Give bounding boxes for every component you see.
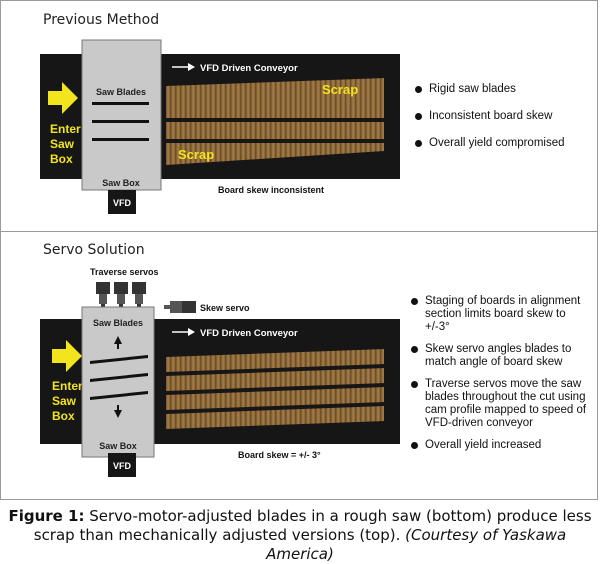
board-skew-note: Board skew = +/- 3° bbox=[238, 450, 321, 460]
conveyor-label: VFD Driven Conveyor bbox=[200, 328, 298, 339]
conveyor-arrowhead-icon bbox=[188, 328, 195, 336]
wood-board bbox=[166, 349, 384, 372]
arrow-up-icon bbox=[114, 336, 122, 344]
caption-lead: Figure 1: bbox=[8, 507, 85, 525]
bullet-item: Staging of boards in alignment section l… bbox=[411, 295, 593, 334]
enter-label-line: Enter bbox=[52, 379, 83, 393]
wood-board bbox=[166, 387, 384, 410]
saw-box bbox=[81, 306, 155, 458]
caption-body: Servo-motor-adjusted blades in a rough s… bbox=[33, 507, 592, 544]
previous-method-diagram: Enter Saw Box Saw Blades Saw Box VFD VFD… bbox=[40, 39, 400, 214]
traverse-servos-label: Traverse servos bbox=[90, 267, 159, 277]
arrow-down-icon bbox=[114, 410, 122, 418]
enter-label-line: Box bbox=[52, 409, 75, 423]
enter-label-line: Enter bbox=[50, 122, 81, 136]
vfd-label: VFD bbox=[113, 461, 132, 471]
enter-label-line: Saw bbox=[52, 394, 77, 408]
saw-box-label: Saw Box bbox=[102, 178, 140, 188]
board-skew-note: Board skew inconsistent bbox=[218, 185, 324, 195]
servo-solution-bullets: Staging of boards in alignment section l… bbox=[411, 295, 593, 452]
enter-arrow-icon bbox=[52, 340, 82, 372]
wood-board bbox=[166, 143, 384, 165]
conveyor-label: VFD Driven Conveyor bbox=[200, 63, 298, 74]
bullet-item: Rigid saw blades bbox=[415, 83, 595, 96]
saw-blade bbox=[92, 120, 149, 123]
traverse-servo-icon bbox=[96, 282, 110, 309]
wood-board bbox=[166, 368, 384, 391]
bullet-item: Traverse servos move the saw blades thro… bbox=[411, 378, 593, 430]
enter-label-line: Saw bbox=[50, 137, 75, 151]
skew-servo-label: Skew servo bbox=[200, 303, 250, 313]
skew-servo-icon bbox=[164, 301, 196, 313]
servo-solution-title: Servo Solution bbox=[43, 242, 145, 258]
wood-board bbox=[166, 122, 384, 139]
figure-caption: Figure 1: Servo-motor-adjusted blades in… bbox=[0, 507, 600, 564]
saw-blades-label: Saw Blades bbox=[93, 318, 143, 328]
servo-solution-diagram: Traverse servos Skew servo Enter Saw Box… bbox=[40, 267, 400, 477]
saw-box-label: Saw Box bbox=[99, 441, 137, 451]
bullet-item: Inconsistent board skew bbox=[415, 110, 595, 123]
arrow-down-shaft bbox=[117, 405, 119, 411]
wood-board bbox=[166, 78, 384, 118]
enter-label-line: Box bbox=[50, 152, 73, 166]
vfd-box bbox=[108, 453, 136, 477]
arrow-up-shaft bbox=[117, 343, 119, 349]
saw-blade bbox=[92, 138, 149, 141]
saw-blade bbox=[90, 373, 148, 382]
saw-blade bbox=[92, 102, 149, 105]
traverse-servo-icon bbox=[114, 282, 128, 309]
vfd-box bbox=[108, 190, 136, 214]
bullet-item: Skew servo angles blades to match angle … bbox=[411, 343, 593, 369]
enter-arrow-icon bbox=[48, 82, 78, 114]
saw-blade bbox=[90, 391, 148, 400]
saw-box bbox=[81, 39, 162, 191]
previous-method-bullets: Rigid saw blades Inconsistent board skew… bbox=[415, 83, 595, 150]
bullet-item: Overall yield increased bbox=[411, 439, 593, 452]
vfd-label: VFD bbox=[113, 198, 132, 208]
conveyor-arrowhead-icon bbox=[188, 63, 195, 71]
wood-board bbox=[166, 406, 384, 429]
previous-method-title: Previous Method bbox=[43, 12, 160, 28]
traverse-servo-icon bbox=[132, 282, 146, 309]
scrap-label: Scrap bbox=[178, 147, 214, 162]
saw-blades-label: Saw Blades bbox=[96, 87, 146, 97]
bullet-item: Overall yield compromised bbox=[415, 137, 595, 150]
scrap-label: Scrap bbox=[322, 82, 358, 97]
saw-blade bbox=[90, 355, 148, 364]
